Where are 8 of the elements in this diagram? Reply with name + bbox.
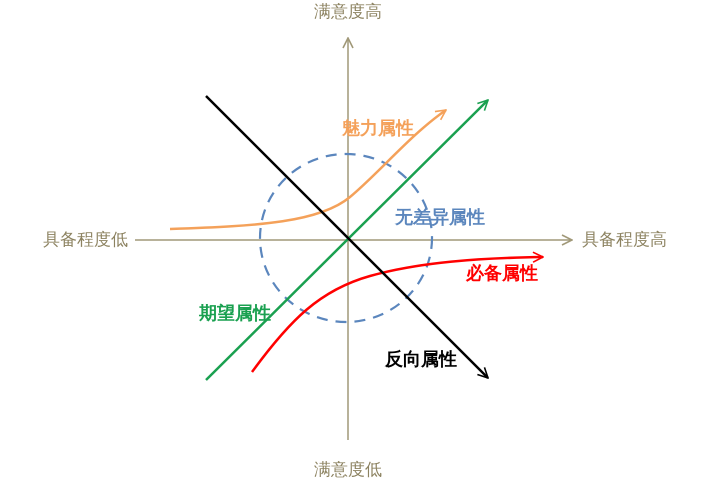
axis-label: 具备程度高 [582, 232, 667, 248]
curve-label: 反向属性 [385, 351, 457, 369]
axis-label: 满意度高 [314, 4, 382, 20]
curve-label: 期望属性 [199, 305, 271, 323]
curve-label: 必备属性 [466, 265, 538, 283]
axis-label: 满意度低 [314, 462, 382, 478]
axis-label: 具备程度低 [43, 232, 128, 248]
curve-label: 无差异属性 [395, 209, 485, 227]
